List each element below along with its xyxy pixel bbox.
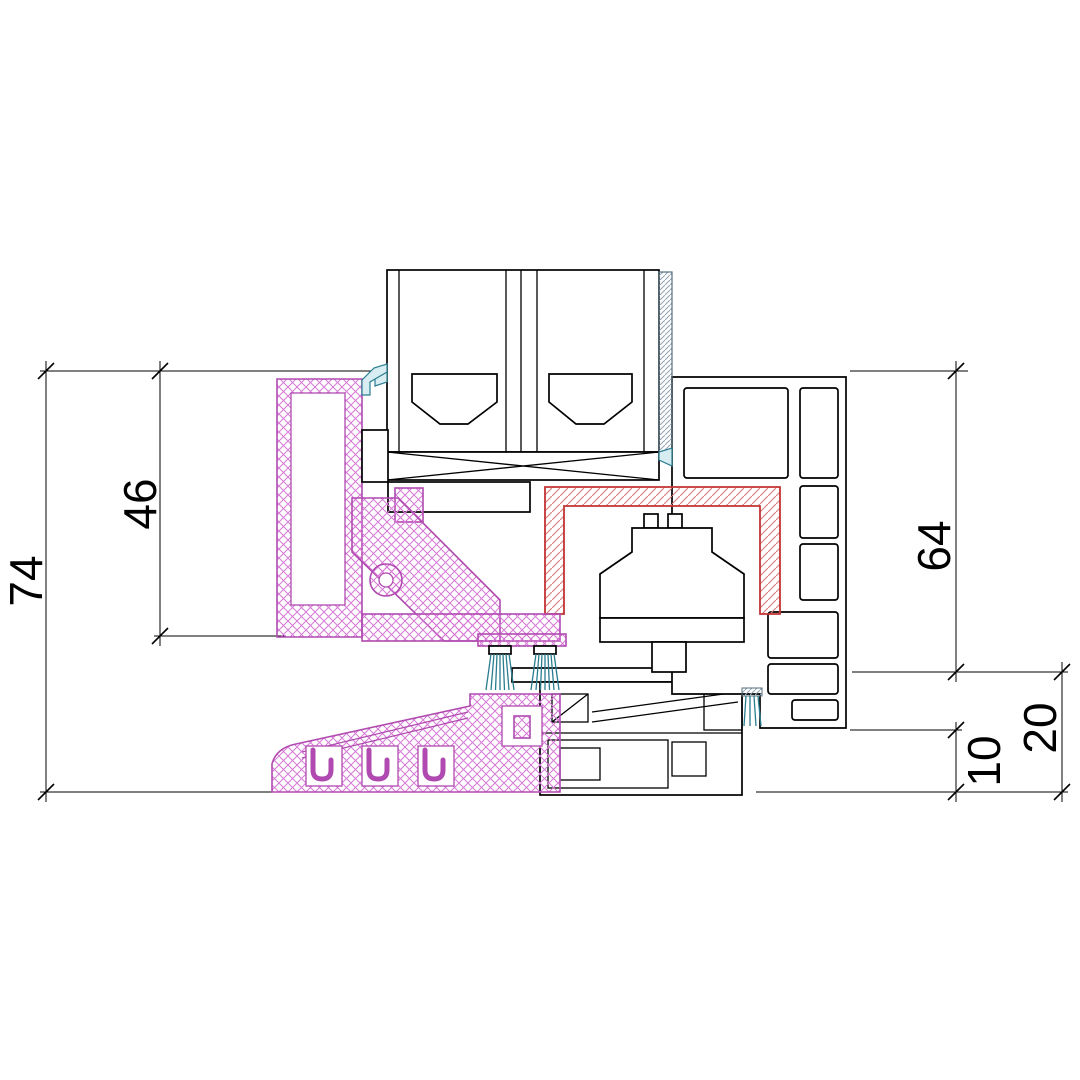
brush-seals	[485, 645, 763, 727]
dim-64: 64	[908, 361, 965, 682]
threshold-body	[539, 681, 743, 796]
dim-74: 74	[0, 361, 55, 802]
ramp-slot-1	[305, 745, 343, 787]
threshold-ramp	[271, 693, 561, 793]
ramp-body	[271, 693, 561, 793]
dim-20: 20	[1014, 662, 1071, 802]
dimension-label-74: 74	[0, 555, 52, 606]
extension-lines	[40, 370, 1068, 793]
dimension-annotations: 74 46 64 20 10	[0, 361, 1071, 802]
brush-seal-junction	[741, 687, 763, 727]
brush-seal-left	[485, 645, 515, 691]
glazing-bead	[361, 429, 389, 483]
dimension-label-10: 10	[958, 735, 1010, 786]
glass-outer	[386, 269, 660, 453]
glass-edge-right	[548, 373, 633, 425]
dimension-label-46: 46	[114, 478, 166, 529]
dim-10: 10	[947, 721, 1010, 802]
profile-section	[271, 269, 847, 796]
glass-edge-left	[411, 373, 498, 425]
glazing-bridge-strip	[658, 271, 673, 455]
sash-chamber	[290, 392, 346, 606]
brush-seal-right	[530, 645, 560, 691]
dimension-label-64: 64	[908, 520, 960, 571]
glazing-unit	[373, 269, 673, 481]
glazing-gasket-bottom-right	[658, 447, 673, 467]
sash-profile	[276, 363, 567, 647]
dimension-label-20: 20	[1014, 702, 1066, 753]
thermal-insert	[599, 513, 745, 673]
ramp-slot-3	[417, 745, 455, 787]
dim-46: 46	[114, 361, 169, 646]
brush-holder	[477, 633, 567, 647]
sash-gasket-upper	[361, 363, 388, 396]
ramp-slot-2	[361, 745, 399, 787]
